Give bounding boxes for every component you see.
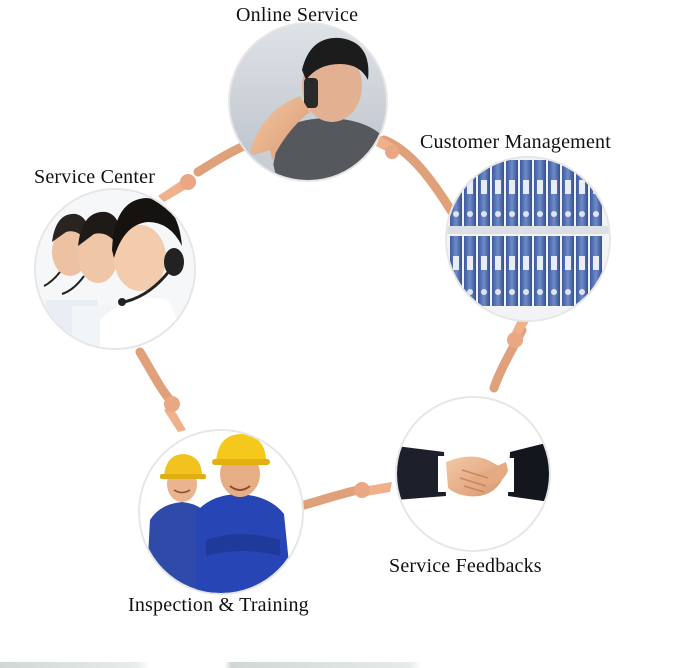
- handshake-icon: [397, 398, 549, 550]
- node-service-center: [34, 188, 196, 350]
- pointing-hand-icon: [164, 396, 186, 432]
- pointing-hand-icon: [158, 174, 196, 202]
- node-inspection-training: [138, 429, 304, 595]
- connector-customer-to-feedback: [489, 312, 532, 393]
- node-service-feedbacks: [395, 396, 551, 552]
- label-customer-management: Customer Management: [420, 131, 611, 153]
- bottom-edge-strip: [0, 662, 680, 668]
- label-service-feedbacks: Service Feedbacks: [389, 555, 542, 577]
- connector-center-to-online: [158, 141, 249, 202]
- connector-feedback-to-inspection: [299, 482, 392, 510]
- binder-shelf-icon: [447, 158, 609, 320]
- hard-hat-workers-icon: [140, 431, 302, 593]
- connector-online-to-customer: [376, 135, 457, 217]
- pointing-hand-icon: [376, 136, 399, 159]
- headset-operators-icon: [36, 190, 194, 348]
- label-service-center: Service Center: [34, 166, 156, 188]
- node-customer-management: [445, 156, 611, 322]
- node-online-service: [228, 22, 388, 182]
- label-inspection-training: Inspection & Training: [128, 594, 309, 616]
- pointing-hand-icon: [354, 482, 392, 498]
- label-online-service: Online Service: [236, 4, 359, 26]
- connector-inspection-to-center: [135, 347, 186, 432]
